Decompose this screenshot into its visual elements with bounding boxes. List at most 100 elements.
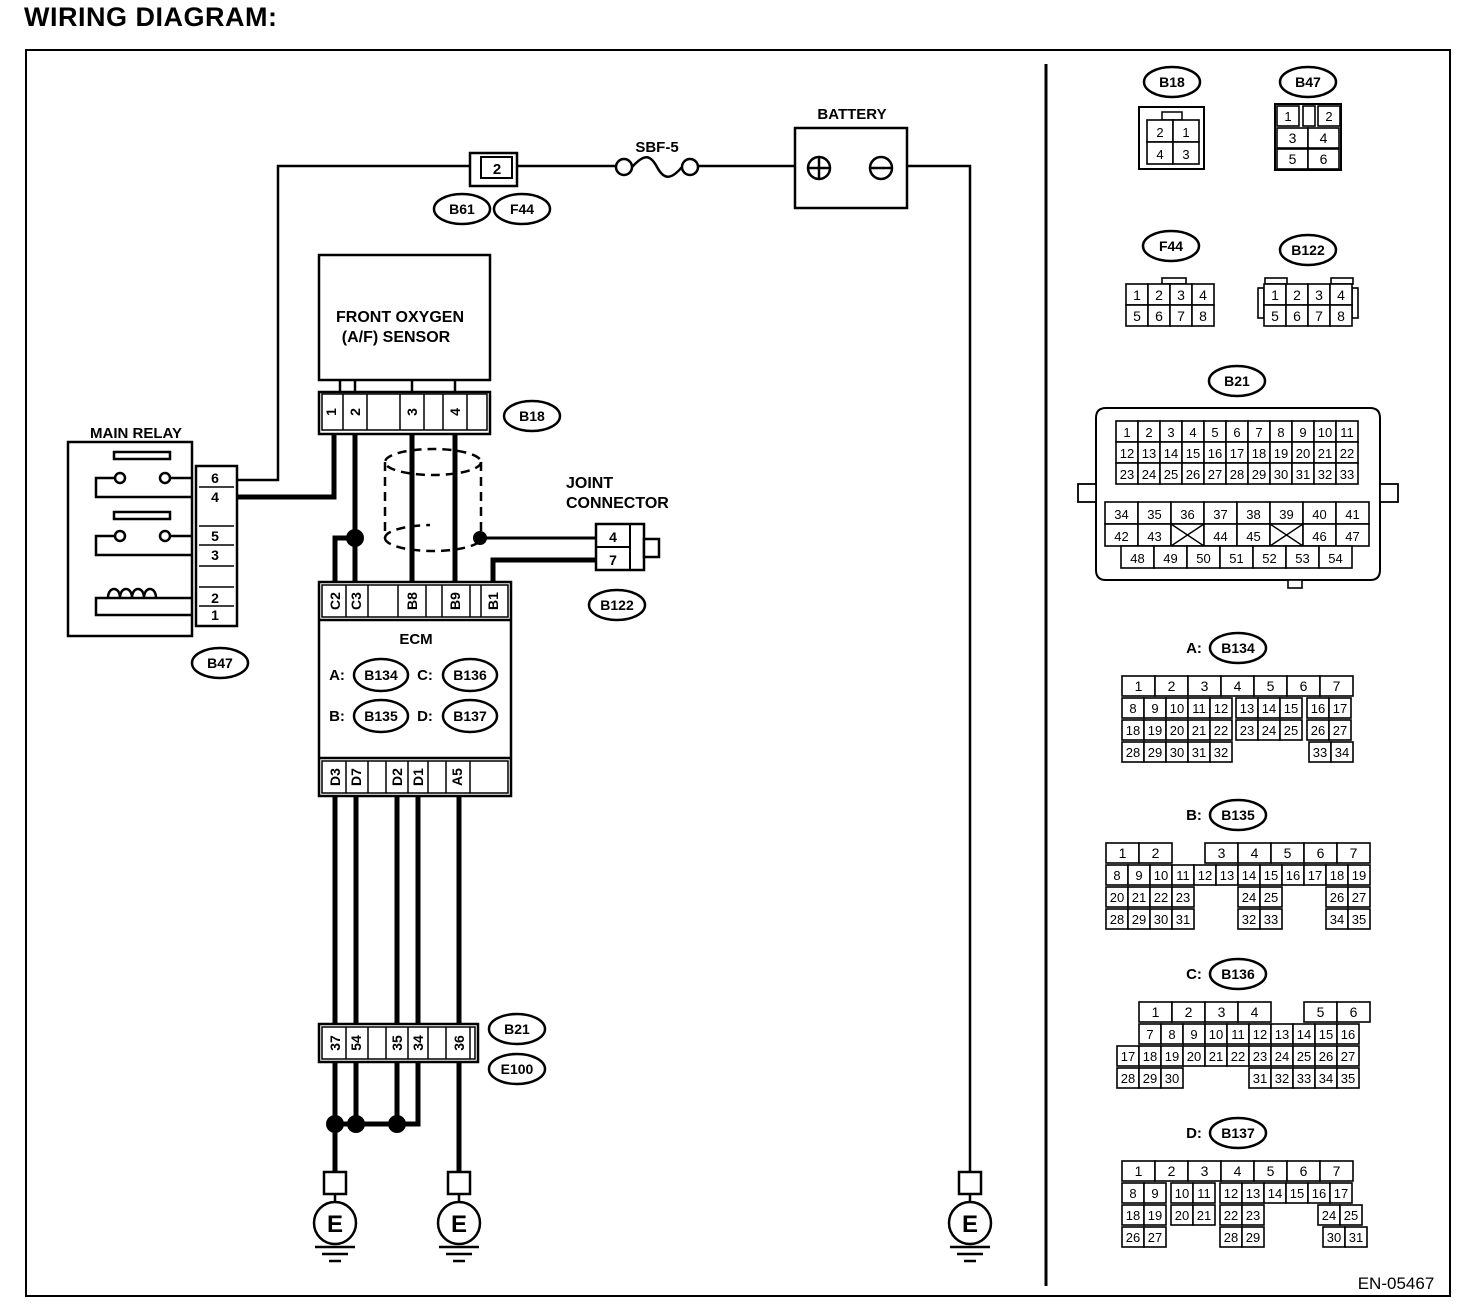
- b47-tag-text: B47: [207, 655, 233, 671]
- b18-tag-text: B18: [519, 408, 545, 424]
- f44-pin-2: 2: [1155, 287, 1163, 303]
- b137-pin-3: 3: [1201, 1163, 1209, 1179]
- b135-pin-16: 16: [1286, 868, 1300, 883]
- b136-pin-28: 28: [1121, 1071, 1135, 1086]
- b21-pin-44: 44: [1213, 529, 1227, 544]
- f44-view-tag-text: F44: [1159, 238, 1183, 254]
- b136-pin-17: 17: [1121, 1049, 1135, 1064]
- joint-connector: 47: [594, 522, 661, 572]
- ecm-pin-d7: D7: [348, 768, 364, 786]
- b21-pin-14: 14: [1164, 446, 1178, 461]
- b135-pin-31: 31: [1176, 912, 1190, 927]
- b21-pin-38: 38: [1246, 507, 1260, 522]
- ecm-map-b137-text: B137: [453, 708, 487, 724]
- b135-view-tag-text: B135: [1221, 807, 1255, 823]
- b136-pin-10: 10: [1209, 1027, 1223, 1042]
- b21-pin-34: 34: [1114, 507, 1128, 522]
- b21-pin-4: 4: [1189, 425, 1196, 440]
- b137-pin-24: 24: [1322, 1208, 1336, 1223]
- b136-pin-1: 1: [1152, 1004, 1160, 1020]
- b18-view-tag-text: B18: [1159, 74, 1185, 90]
- sensor-pin-1: 1: [323, 408, 339, 416]
- ground-pin-34: 34: [410, 1035, 426, 1051]
- b122-pin-4: 4: [1337, 287, 1345, 303]
- b137-pin-5: 5: [1267, 1163, 1275, 1179]
- b122-pin-3: 3: [1315, 287, 1323, 303]
- battery: [793, 126, 909, 210]
- ecm-map-c-letter: C:: [417, 667, 433, 684]
- b61-tag-text: B61: [449, 201, 475, 217]
- b21-pin-22: 22: [1340, 446, 1354, 461]
- document-code: EN-05467: [1358, 1274, 1435, 1293]
- b21-pin-39: 39: [1279, 507, 1293, 522]
- b134-view-prefix: A:: [1186, 640, 1202, 657]
- b21-pin-27: 27: [1208, 467, 1222, 482]
- b137-pin-15: 15: [1290, 1186, 1304, 1201]
- b137-pin-27: 27: [1148, 1230, 1162, 1245]
- b134-pin-5: 5: [1267, 678, 1275, 694]
- b135-pin-10: 10: [1154, 868, 1168, 883]
- ground-pin-54: 54: [348, 1035, 364, 1051]
- b21-pin-26: 26: [1186, 467, 1200, 482]
- b18-pin-2: 2: [1156, 125, 1163, 140]
- b135-pin-12: 12: [1198, 868, 1212, 883]
- b135-pin-28: 28: [1110, 912, 1124, 927]
- shield-wire: [383, 447, 483, 553]
- b134-pin-32: 32: [1214, 745, 1228, 760]
- f44-view-tag: F44: [1141, 229, 1201, 263]
- b135-pin-17: 17: [1308, 868, 1322, 883]
- b21-pin-10: 10: [1318, 425, 1332, 440]
- b136-pin-13: 13: [1275, 1027, 1289, 1042]
- thick-wires: [237, 434, 596, 1172]
- b21-pin-42: 42: [1114, 529, 1128, 544]
- b21-pin-45: 45: [1246, 529, 1260, 544]
- b134-pin-17: 17: [1333, 701, 1347, 716]
- b21-pin-23: 23: [1120, 467, 1134, 482]
- ecm-map-b135-text: B135: [364, 708, 398, 724]
- ecm-map-d-letter: D:: [417, 708, 433, 725]
- relay-pin-4: 4: [211, 489, 219, 505]
- b122-pin-1: 1: [1271, 287, 1279, 303]
- b136-pin-22: 22: [1231, 1049, 1245, 1064]
- b134-pin-31: 31: [1192, 745, 1206, 760]
- b135-view-prefix: B:: [1186, 807, 1202, 824]
- battery-label: BATTERY: [817, 106, 886, 123]
- b21-pin-41: 41: [1345, 507, 1359, 522]
- f44-pin-3: 3: [1177, 287, 1185, 303]
- b137-pin-19: 19: [1148, 1208, 1162, 1223]
- b136-pin-35: 35: [1341, 1071, 1355, 1086]
- b137-view-tag-text: B137: [1221, 1125, 1255, 1141]
- main-relay-label: MAIN RELAY: [90, 425, 182, 442]
- b135-pin-27: 27: [1352, 890, 1366, 905]
- sensor-pin-3: 3: [404, 408, 420, 416]
- b134-view-tag-text: B134: [1221, 640, 1255, 656]
- ecm-map-b136-text: B136: [453, 667, 487, 683]
- b135-pin-7: 7: [1350, 845, 1358, 861]
- b21-pin-53: 53: [1295, 551, 1309, 566]
- b137-pin-20: 20: [1175, 1208, 1189, 1223]
- b122-tag: B122: [587, 588, 647, 622]
- f44-pin-8: 8: [1199, 308, 1207, 324]
- sensor-label-line2: (A/F) SENSOR: [342, 329, 451, 346]
- b134-pin-29: 29: [1148, 745, 1162, 760]
- f44-pin-4: 4: [1199, 287, 1207, 303]
- b21-view-tag: B21: [1207, 364, 1267, 398]
- ecm-map-b-letter: B:: [329, 708, 345, 725]
- b134-pin-12: 12: [1214, 701, 1228, 716]
- f44-pin-5: 5: [1133, 308, 1141, 324]
- b137-view-prefix: D:: [1186, 1125, 1202, 1142]
- b134-pin-19: 19: [1148, 723, 1162, 738]
- b137-pin-13: 13: [1246, 1186, 1260, 1201]
- b134-pin-24: 24: [1262, 723, 1276, 738]
- b47-view-tag-text: B47: [1295, 74, 1321, 90]
- b137-pin-2: 2: [1168, 1163, 1176, 1179]
- battery-plus-terminal: [806, 155, 832, 181]
- b21-pin-17: 17: [1230, 446, 1244, 461]
- thin-wires: [237, 164, 972, 1172]
- joint-connector-label-line2: CONNECTOR: [566, 495, 669, 512]
- b135-pin-33: 33: [1264, 912, 1278, 927]
